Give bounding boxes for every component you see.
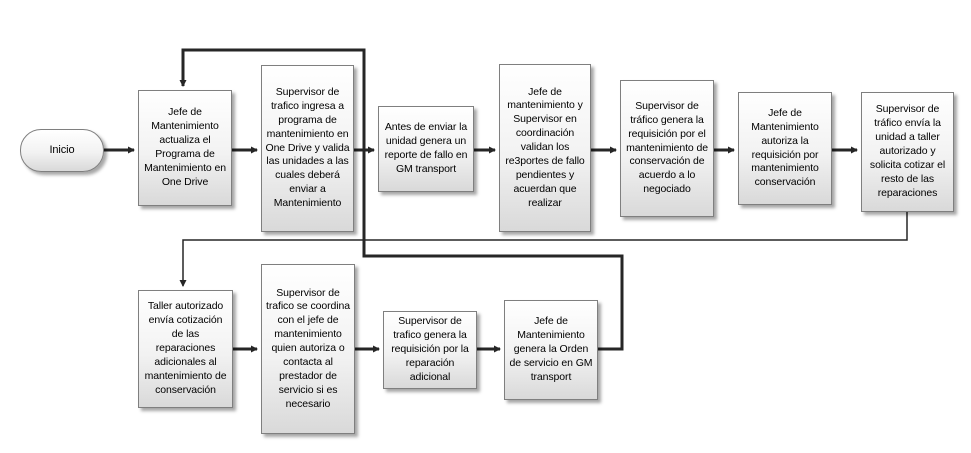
- step-additional-requisition-label: Supervisor de trafico genera la requisic…: [391, 315, 469, 383]
- start-label: Inicio: [49, 144, 75, 157]
- step-send-to-workshop-label: Supervisor de tráfico envía la unidad a …: [869, 103, 946, 199]
- step-conservation-requisition: Supervisor de tráfico genera la requisic…: [620, 80, 714, 217]
- step-validate-units-label: Supervisor de trafico ingresa a programa…: [265, 86, 350, 209]
- step-workshop-quote-label: Taller autorizado envía cotización de la…: [144, 300, 227, 396]
- step-authorize-requisition-label: Jefe de Mantenimiento autoriza la requis…: [751, 106, 819, 189]
- step-conservation-requisition-label: Supervisor de tráfico genera la requisic…: [626, 99, 708, 196]
- step-service-order: Jefe de Mantenimiento genera la Orden de…: [504, 300, 598, 400]
- start-terminator: Inicio: [20, 129, 104, 172]
- step-authorize-requisition: Jefe de Mantenimiento autoriza la requis…: [738, 92, 832, 205]
- step-coordinate-validation: Jefe de mantenimiento y Supervisor en co…: [499, 64, 591, 232]
- step-validate-units: Supervisor de trafico ingresa a programa…: [261, 65, 354, 232]
- step-service-order-label: Jefe de Mantenimiento genera la Orden de…: [509, 315, 593, 383]
- step-coordinate-authorization-label: Supervisor de trafico se coordina con el…: [266, 286, 350, 410]
- step-coordinate-authorization: Supervisor de trafico se coordina con el…: [261, 264, 355, 434]
- step-send-to-workshop: Supervisor de tráfico envía la unidad a …: [861, 92, 954, 212]
- step-update-program: Jefe de Mantenimiento actualiza el Progr…: [138, 90, 232, 206]
- connector-n7-to-n8: [179, 212, 908, 287]
- step-update-program-label: Jefe de Mantenimiento actualiza el Progr…: [144, 106, 226, 188]
- loop-n11-to-n1: [179, 48, 624, 351]
- step-failure-report-label: Antes de enviar la unidad genera un repo…: [384, 121, 468, 175]
- step-workshop-quote: Taller autorizado envía cotización de la…: [138, 290, 233, 408]
- step-coordinate-validation-label: Jefe de mantenimiento y Supervisor en co…: [505, 85, 585, 209]
- step-additional-requisition: Supervisor de trafico genera la requisic…: [383, 311, 477, 389]
- step-failure-report: Antes de enviar la unidad genera un repo…: [378, 106, 474, 192]
